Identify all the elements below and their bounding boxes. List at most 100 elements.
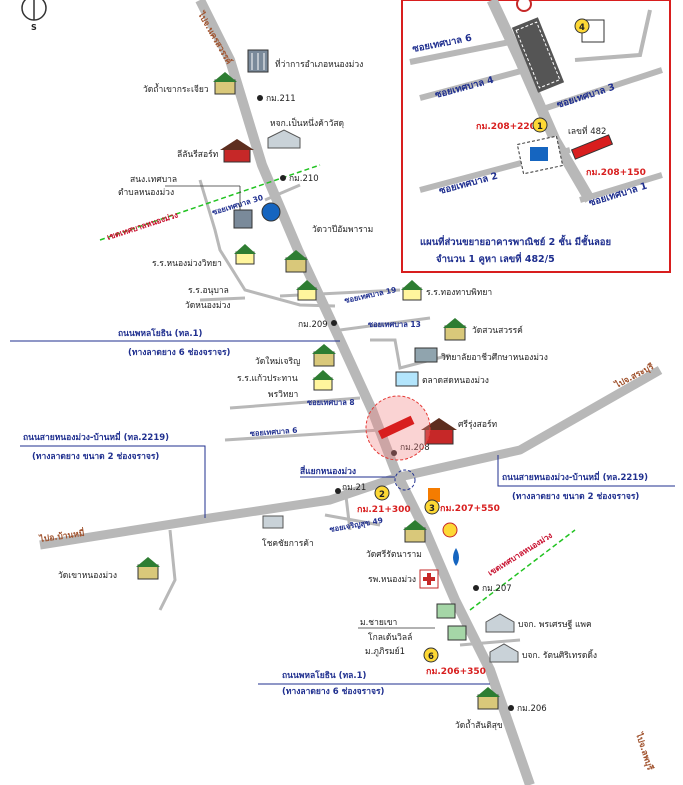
inset-lot-no: เลขที่ 482 xyxy=(568,125,606,137)
school-icon xyxy=(312,370,334,391)
compass: S xyxy=(21,0,47,32)
school-icon xyxy=(234,244,256,265)
label-resort-right: ศรีรุ่งสอร์ท xyxy=(458,419,498,430)
inset-caption-2: จำนวน 1 คูหา เลขที่ 482/5 xyxy=(436,251,555,266)
target-location xyxy=(365,395,431,461)
label-municipal-office: สนง.เทศบาล xyxy=(130,175,177,185)
hospital-icon xyxy=(419,569,439,589)
temple-icon xyxy=(284,250,308,273)
soi-label: ซอยเทศบาล 19 xyxy=(344,285,398,305)
temple-icon xyxy=(213,72,237,95)
temple-icon xyxy=(476,687,500,710)
inset-k208-220: กม.208+220 xyxy=(476,122,536,132)
label-village-golden: โกลเด้นวิลล์ xyxy=(368,632,412,643)
label-school-anuban-2: วัดหนองม่วง xyxy=(185,301,231,311)
soi-label: ซอยเทศบาล 6 xyxy=(250,426,298,438)
inset-map: ซอยเทศบาล 6 ซอยเทศบาล 4 ซอยเทศบาล 3 ซอยเ… xyxy=(401,0,671,273)
label-intersection: สี่แยกหนองม่วง xyxy=(300,464,356,477)
callout-cross-right: ถนนสายหนองม่วง-บ้านหมี่ (ทล.2219) (ทางลา… xyxy=(497,455,675,502)
shop-icon xyxy=(262,515,284,529)
label-wat-mai-charoen: วัดใหม่เจริญ xyxy=(255,356,300,367)
svg-text:กม.207+550: กม.207+550 xyxy=(440,504,500,514)
svg-text:ถนนพหลโยธิน (ทล.1): ถนนพหลโยธิน (ทล.1) xyxy=(118,328,203,339)
svg-text:กม.211: กม.211 xyxy=(266,94,296,104)
km-marker: กม.211 xyxy=(257,94,296,104)
label-school-kaew: ร.ร.แก้วประทาน xyxy=(237,373,298,384)
km-marker: กม.210 xyxy=(280,174,319,184)
callout-main-road-2: ถนนพหลโยธิน (ทล.1) (ทางลาดยาง 6 ช่องจราจ… xyxy=(258,670,490,697)
temple-icon xyxy=(443,318,467,341)
school-icon xyxy=(401,280,423,301)
svg-text:ถนนพหลโยธิน (ทล.1): ถนนพหลโยธิน (ทล.1) xyxy=(282,670,367,681)
temple-icon xyxy=(403,520,427,543)
soi-label: ซอยเทศบาล 13 xyxy=(368,320,421,329)
svg-text:กม.207: กม.207 xyxy=(482,584,512,594)
label-company-phoset: บจก. พรเศรษฐี แพค xyxy=(518,619,592,630)
svg-text:3: 3 xyxy=(429,504,435,514)
label-hospital: รพ.หนองม่วง xyxy=(368,575,416,585)
factory-icon xyxy=(267,129,301,149)
label-company-rattana: บจก. รัตนศิริเทรดดิ้ง xyxy=(522,649,597,661)
factory-icon xyxy=(489,643,519,663)
km-marker: กม.207 xyxy=(473,584,512,594)
svg-text:(ทางลาดยาง ขนาด 2 ช่องจราจร): (ทางลาดยาง ขนาด 2 ช่องจราจร) xyxy=(32,451,159,462)
label-wat-khao-nongmuang: วัดเขาหนองม่วง xyxy=(58,571,117,581)
label-chokchai: โชคชัยการค้า xyxy=(262,538,314,549)
svg-text:(ทางลาดยาง 6 ช่องจราจร): (ทางลาดยาง 6 ช่องจราจร) xyxy=(282,686,385,697)
label-village-phuphirom: ม.ภูภิรมย์1 xyxy=(365,646,405,657)
inset-marker-4: 4 xyxy=(579,23,585,33)
inset-k208-150: กม.208+150 xyxy=(586,168,646,178)
label-wat-tham-santisuk: วัดถ้ำสันติสุข xyxy=(455,719,503,731)
label-municipal-boundary: เขตเทศบาลหนองม่วง xyxy=(106,210,179,241)
gas-station-icon xyxy=(428,488,459,566)
temple-icon xyxy=(312,344,336,367)
building-icon xyxy=(247,49,269,73)
site-marker: 3 กม.207+550 xyxy=(424,499,500,515)
temple-icon xyxy=(136,557,160,580)
inset-caption-1: แผนที่ส่วนขยายอาคารพาณิชย์ 2 ชั้น มีชั้น… xyxy=(420,234,611,248)
svg-text:กม.210: กม.210 xyxy=(289,174,319,184)
direction-lopburi: ไปจ.ลพบุรี xyxy=(633,731,656,773)
km-marker: กม.209 xyxy=(298,320,337,330)
resort-icon xyxy=(220,139,254,163)
svg-text:2: 2 xyxy=(379,490,385,500)
label-district-office: ที่ว่าการอำเภอหนองม่วง xyxy=(275,58,363,70)
highway-road xyxy=(195,0,535,785)
village-icon xyxy=(436,603,467,641)
market-icon xyxy=(395,371,419,387)
svg-text:(ทางลาดยาง ขนาด 2 ช่องจราจร): (ทางลาดยาง ขนาด 2 ช่องจราจร) xyxy=(512,491,639,502)
svg-text:กม.208: กม.208 xyxy=(400,443,430,453)
label-school-kaew-2: พรวิทยา xyxy=(268,390,298,400)
label-wat-suan-sawan: วัดสวนสวรรค์ xyxy=(472,325,523,336)
svg-text:กม.21+300: กม.21+300 xyxy=(357,505,411,515)
svg-text:กม.21: กม.21 xyxy=(342,483,366,493)
municipal-boundary-line xyxy=(469,529,576,611)
office-icon xyxy=(233,202,281,229)
label-village-chaikhao: ม.ชายเขา xyxy=(360,618,397,628)
svg-text:6: 6 xyxy=(428,652,434,662)
soi-label: ซอยเทศบาล 8 xyxy=(307,398,355,407)
resort-icon xyxy=(421,418,457,445)
callout-cross-left: ถนนสายหนองม่วง-บ้านหมี่ (ทล.2219) (ทางลา… xyxy=(20,430,206,518)
college-icon xyxy=(414,347,438,363)
label-wat-sri-tana: วัดศรีรัตนาราม xyxy=(366,549,422,560)
label-wat-khao-kra-jiao: วัดถ้ำเขากระเจียว xyxy=(143,83,209,95)
site-marker: 2 กม.21+300 xyxy=(357,485,411,515)
inset-marker-1: 1 xyxy=(537,122,543,132)
compass-label: S xyxy=(31,23,37,32)
factory-icon xyxy=(485,613,515,633)
label-school-nongmuang: ร.ร.หนองม่วงวิทยา xyxy=(152,259,222,269)
cross-road xyxy=(39,366,663,550)
svg-text:กม.206+350: กม.206+350 xyxy=(426,667,486,677)
callout-main-road-1: ถนนพหลโยธิน (ทล.1) (ทางลาดยาง 6 ช่องจราจ… xyxy=(10,328,340,358)
km-marker: กม.208 xyxy=(391,443,430,456)
svg-text:กม.209: กม.209 xyxy=(298,320,328,330)
svg-text:(ทางลาดยาง 6 ช่องจราจร): (ทางลาดยาง 6 ช่องจราจร) xyxy=(128,347,231,358)
site-marker: 6 กม.206+350 xyxy=(423,647,486,677)
svg-text:กม.206: กม.206 xyxy=(517,704,547,714)
label-market: ตลาดสดหนองม่วง xyxy=(422,376,489,386)
school-icon xyxy=(296,280,318,301)
direction-top: ไปจ.นครสวรรค์ xyxy=(195,9,235,66)
km-marker: กม.21 xyxy=(335,483,366,494)
